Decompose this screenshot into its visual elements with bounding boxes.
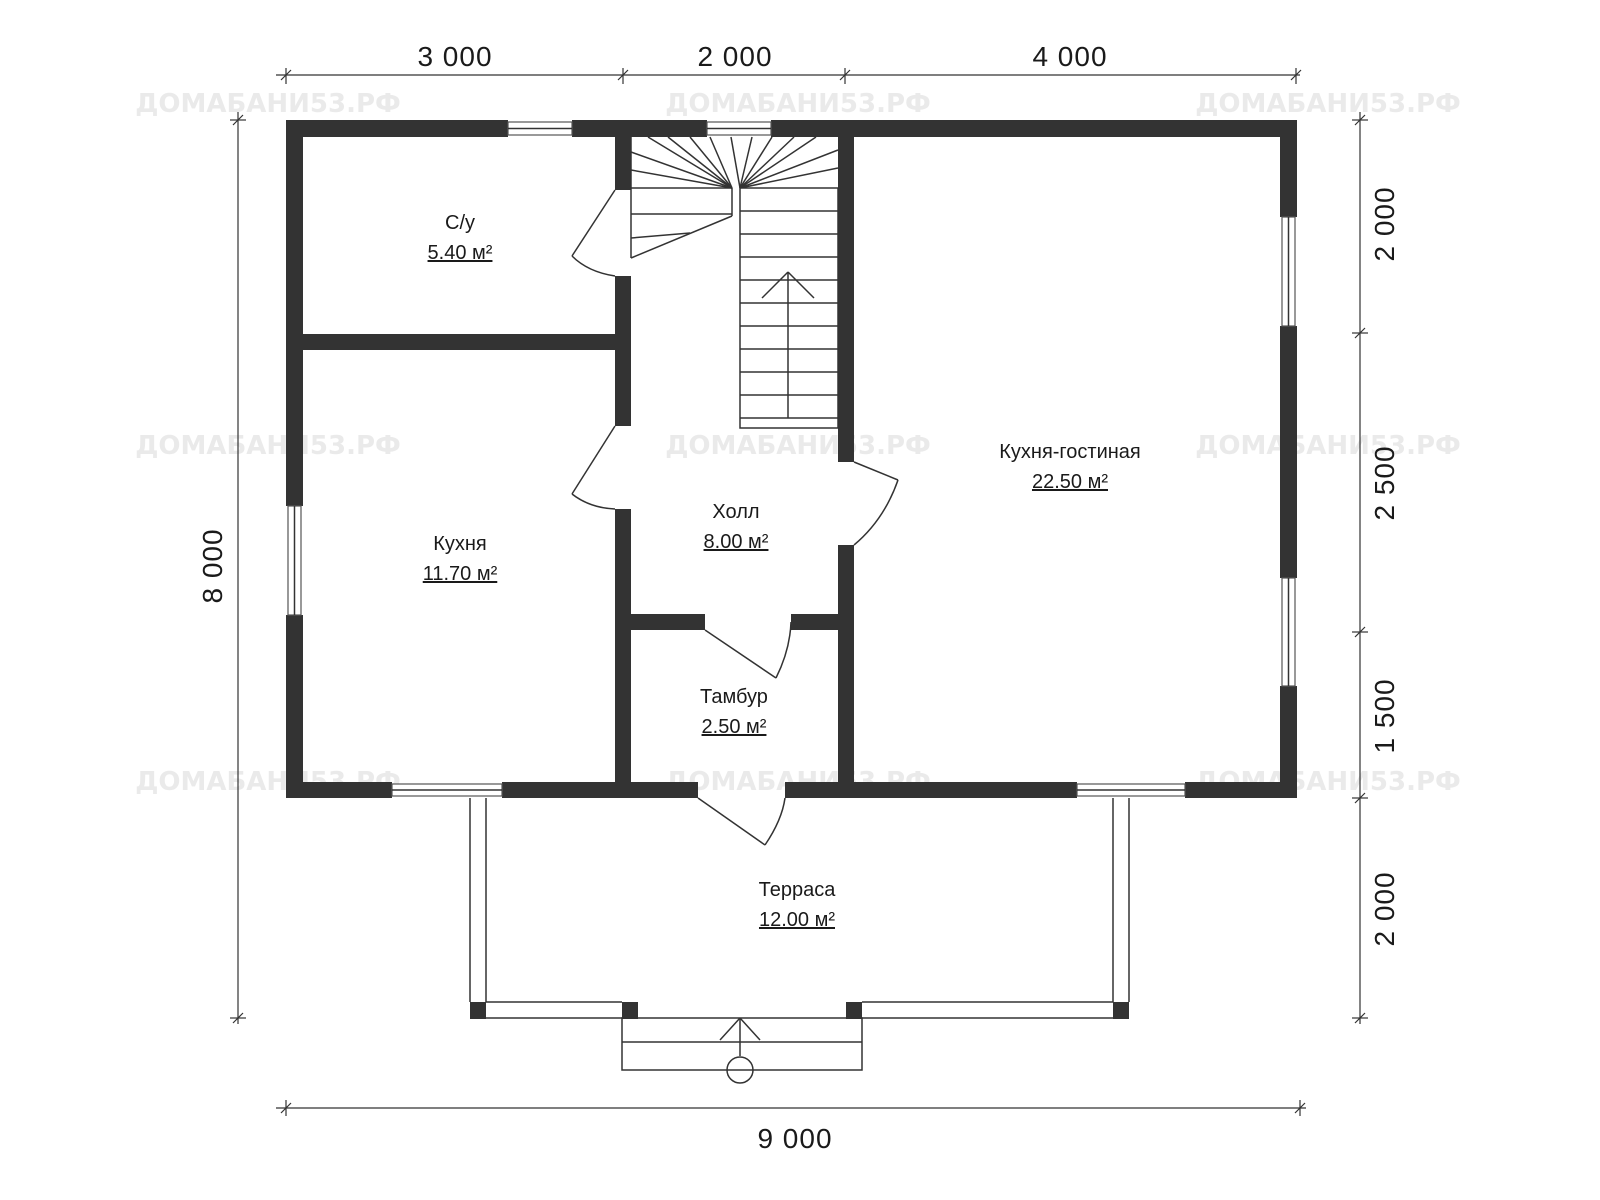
room-hall-name: Холл bbox=[712, 501, 759, 523]
windows bbox=[287, 121, 1296, 797]
room-terrace-name: Терраса bbox=[759, 879, 837, 901]
watermark: ДОМАБАНИ53.РФ bbox=[1195, 431, 1461, 461]
watermark: ДОМАБАНИ53.РФ bbox=[665, 89, 931, 119]
watermark: ДОМАБАНИ53.РФ bbox=[135, 431, 401, 461]
room-vestibule-area: 2.50 м² bbox=[702, 716, 767, 738]
dim-right-3: 1 500 bbox=[1369, 678, 1400, 753]
room-living-name: Кухня-гостиная bbox=[999, 441, 1141, 463]
dim-top-2: 2 000 bbox=[697, 41, 772, 72]
room-hall-area: 8.00 м² bbox=[704, 531, 769, 553]
dim-top-1: 3 000 bbox=[417, 41, 492, 72]
dimension-labels: 3 000 2 000 4 000 9 000 8 000 2 000 2 50… bbox=[197, 41, 1400, 1154]
room-su-name: С/у bbox=[445, 212, 475, 234]
dim-bottom: 9 000 bbox=[757, 1123, 832, 1154]
watermarks: ДОМАБАНИ53.РФ ДОМАБАНИ53.РФ ДОМАБАНИ53.Р… bbox=[135, 89, 1461, 797]
walls bbox=[286, 120, 1297, 798]
dim-top-3: 4 000 bbox=[1032, 41, 1107, 72]
dimension-lines bbox=[230, 68, 1368, 1116]
room-terrace-area: 12.00 м² bbox=[759, 909, 835, 931]
dim-right-1: 2 000 bbox=[1369, 186, 1400, 261]
room-kitchen-area: 11.70 м² bbox=[423, 563, 498, 585]
watermark: ДОМАБАНИ53.РФ bbox=[665, 431, 931, 461]
watermark: ДОМАБАНИ53.РФ bbox=[1195, 89, 1461, 119]
dim-right-4: 2 000 bbox=[1369, 871, 1400, 946]
room-su-area: 5.40 м² bbox=[428, 242, 493, 264]
room-kitchen-name: Кухня bbox=[433, 533, 487, 555]
terrace bbox=[469, 798, 1130, 1084]
staircase bbox=[630, 136, 839, 429]
room-labels: С/у 5.40 м² Кухня 11.70 м² Холл 8.00 м² … bbox=[423, 212, 1141, 931]
room-vestibule-name: Тамбур bbox=[700, 686, 768, 708]
dim-right-2: 2 500 bbox=[1369, 445, 1400, 520]
watermark: ДОМАБАНИ53.РФ bbox=[135, 89, 401, 119]
room-living-area: 22.50 м² bbox=[1032, 471, 1108, 493]
doors bbox=[571, 189, 899, 846]
dim-left: 8 000 bbox=[197, 528, 228, 603]
